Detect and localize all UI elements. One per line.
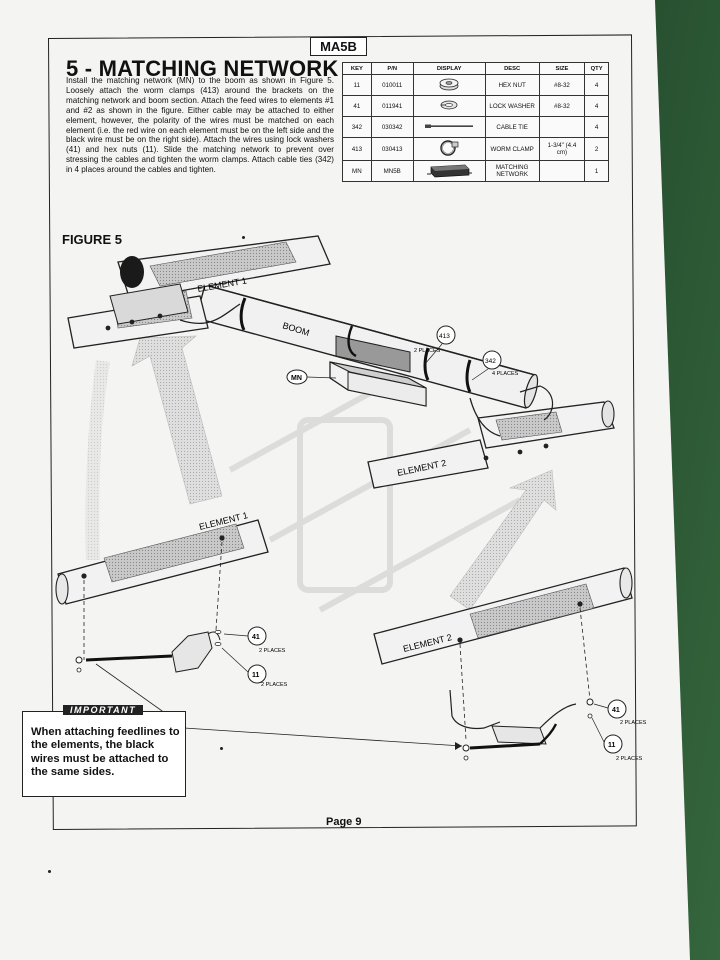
important-tag: IMPORTANT [63,705,144,715]
callout-413: 413 [439,333,450,340]
matching-network-icon [412,160,486,182]
matching-network-box [329,325,427,407]
table-row: 41 011941 LOCK WASHER #8-32 4 [342,95,609,117]
pointer-line-right [183,727,463,747]
callout-11-right: 11 [608,742,616,749]
assembly-diagram: ELEMENT 1 BOOM MN 413 2 PLACES 342 4 PLA… [55,235,647,762]
parts-table: KEY P/N DISPLAY DESC SIZE QTY 11 010011 … [342,62,609,182]
instructions-text: Install the matching network (MN) to the… [66,76,334,175]
callout-41-right: 41 [612,707,620,714]
speck [220,747,223,750]
table-row: 413 030413 WORM CLAMP 1-3/4" (4.4 cm) 2 [342,137,609,161]
callout-342-places: 4 PLACES [492,371,519,377]
callout-11-left-places: 2 PLACES [261,682,288,688]
callout-41-right-places: 2 PLACES [620,720,647,726]
figure-label: FIGURE 5 [62,232,122,247]
speck [242,236,245,239]
cell-key: 413 [342,137,372,161]
callout-41-left: 41 [252,634,260,641]
cell-qty: 1 [584,160,609,182]
parts-table-header: KEY P/N DISPLAY DESC SIZE QTY [342,62,609,75]
guide-arrow-right [449,469,557,611]
table-row: MN MN5B MATCHING NETWORK 1 [342,160,609,182]
page-sheet: MA5B 5 - MATCHING NETWORK Install the ma… [0,0,690,960]
callout-41-left-places: 2 PLACES [259,648,286,654]
important-note-box: IMPORTANT When attaching feedlines to th… [22,705,186,797]
element-2-top: ELEMENT 2 [367,385,615,489]
callout-413-places: 2 PLACES [414,348,441,354]
element-2-detail: ELEMENT 2 [373,567,633,761]
cell-size: 1-3/4" (4.4 cm) [538,137,586,161]
cell-qty: 2 [584,137,609,161]
cell-desc: MATCHING NETWORK [484,160,540,182]
table-row: 342 030342 CABLE TIE 4 [342,116,609,138]
cell-size [538,160,586,182]
callout-342: 342 [485,358,496,365]
col-size: SIZE [538,62,586,75]
page-number: Page 9 [326,816,362,828]
guide-arrow-left [85,335,223,560]
element-1-detail: ELEMENT 1 [55,510,269,673]
table-row: 11 010011 HEX NUT #8-32 4 [342,74,609,96]
worm-clamp-icon [412,137,486,161]
speck [48,870,51,873]
element-1-top: ELEMENT 1 [67,235,331,349]
model-label: MA5B [310,37,367,56]
callout-11-right-places: 2 PLACES [616,756,643,762]
mn-callout: MN [291,375,302,382]
section-title: 5 - MATCHING NETWORK [66,56,339,81]
important-text: When attaching feedlines to the elements… [31,726,180,779]
cell-pn: 030413 [370,137,414,161]
callout-11-left: 11 [252,672,260,679]
